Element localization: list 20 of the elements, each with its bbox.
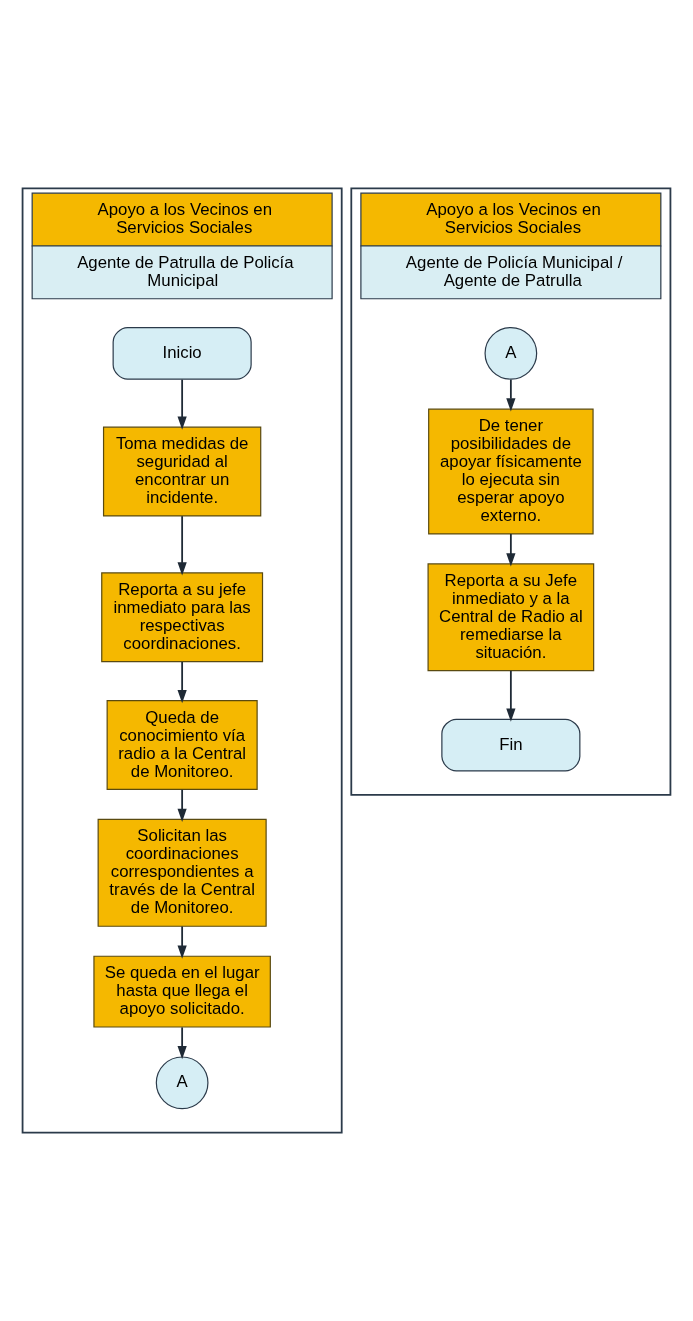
- arrow: [177, 515, 187, 576]
- arrow: [177, 1026, 187, 1060]
- node-box: Solicitan las coordinaciones correspondientes a través de la Central de Monitoreo.: [97, 818, 267, 927]
- arrow: [177, 378, 187, 430]
- node-circle: A: [155, 1056, 209, 1110]
- arrow: [177, 925, 187, 959]
- arrow: [177, 661, 187, 704]
- node-box: Inicio: [112, 326, 252, 380]
- node-box: Queda de conocimiento vía radio a la Central de Monitoreo.: [106, 700, 258, 791]
- node-circle: A: [484, 326, 538, 380]
- node-box: De tener posibilidades de apoyar físicamente lo ejecuta sin esperar apoyo externo.: [428, 408, 594, 535]
- arrow: [506, 670, 516, 722]
- node-box: Toma medidas de seguridad al encontrar un incidente.: [102, 426, 262, 517]
- arrow: [506, 533, 516, 567]
- node-box: Se queda en el lugar hasta que llega el apoyo solicitado.: [93, 955, 271, 1028]
- arrow: [177, 788, 187, 822]
- node-box: Fin: [441, 718, 581, 772]
- node-box: Reporta a su Jefe inmediato y a la Central de Radio al remediarse la situación.: [427, 563, 595, 672]
- arrow: [506, 378, 516, 412]
- node-box: Reporta a su jefe inmediato para las respectivas coordinaciones.: [101, 572, 264, 663]
